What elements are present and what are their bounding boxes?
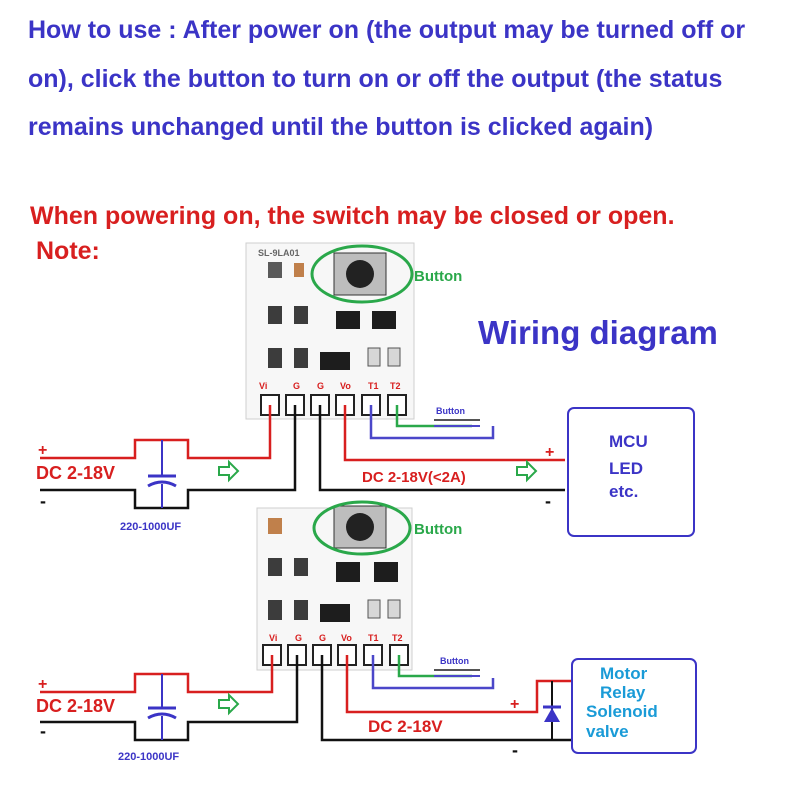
- external-button-label: Button: [440, 656, 469, 666]
- transistor: [336, 562, 360, 582]
- pin-label-vi: Vi: [269, 633, 277, 643]
- output-minus-sign: -: [545, 491, 551, 511]
- arrow-icon: [516, 459, 538, 483]
- button-highlight-ring: [312, 500, 412, 556]
- input-plus-sign: +: [38, 676, 47, 693]
- smd-component: [294, 558, 308, 576]
- pin-label-t1: T1: [368, 633, 379, 643]
- input-voltage-label: DC 2-18V: [36, 463, 115, 483]
- trigger-wire-t1: [369, 405, 495, 440]
- input-plus-sign: +: [38, 442, 47, 459]
- arrow-icon: [218, 459, 240, 483]
- output-plus-sign: +: [545, 444, 554, 461]
- output-plus-sign: +: [510, 696, 519, 713]
- smd-component: [387, 347, 401, 367]
- smd-component: [268, 348, 282, 368]
- negative-output-wire: [318, 405, 565, 492]
- switch-module-bottom: Button Vi G G Vo T1 T2: [256, 500, 462, 671]
- load-label: etc.: [609, 482, 638, 501]
- ic-chip: [320, 352, 350, 370]
- pin-label-vi: Vi: [259, 381, 267, 391]
- load-label: MCU: [609, 432, 648, 451]
- note-label: Note:: [36, 237, 100, 265]
- smd-component: [268, 558, 282, 576]
- pin-label-vo: Vo: [341, 633, 352, 643]
- input-minus-sign: -: [40, 721, 46, 741]
- smd-component: [268, 600, 282, 620]
- button-label: Button: [414, 268, 462, 285]
- load-box-top: MCU LED etc.: [567, 407, 695, 537]
- trigger-wire-t1: [371, 655, 495, 690]
- smd-component: [387, 599, 401, 619]
- smd-component: [294, 306, 308, 324]
- load-box-bottom: Motor Relay Solenoid valve: [571, 658, 697, 754]
- external-button-label: Button: [436, 406, 465, 416]
- flyback-diode: [543, 681, 561, 740]
- output-voltage-label: DC 2-18V(<2A): [362, 469, 466, 486]
- button-cap: [346, 260, 374, 288]
- pin-label-g: G: [295, 633, 302, 643]
- switch-module-top: SL-9LA01 Button Vi G G Vo T1 T2: [245, 242, 462, 420]
- pin-label-t2: T2: [392, 633, 403, 643]
- output-minus-sign: -: [512, 740, 518, 760]
- smd-component: [268, 262, 282, 278]
- capacitor-label: 220-1000UF: [120, 521, 181, 533]
- pin-label-g: G: [317, 381, 324, 391]
- load-label: LED: [609, 459, 643, 478]
- smd-component: [367, 347, 381, 367]
- external-button-top: Button: [434, 406, 480, 427]
- negative-input-wire: [40, 405, 297, 510]
- load-label: Motor: [600, 664, 648, 683]
- transistor: [336, 311, 360, 329]
- pin-label-vo: Vo: [340, 381, 351, 391]
- positive-output-wire: [343, 405, 565, 462]
- power-on-warning: When powering on, the switch may be clos…: [30, 202, 675, 230]
- input-minus-sign: -: [40, 491, 46, 511]
- wiring-diagram-title: Wiring diagram: [478, 314, 718, 351]
- negative-output-wire: [320, 655, 572, 742]
- capacitor-top: [147, 440, 177, 508]
- positive-input-wire: [40, 405, 272, 460]
- transistor: [374, 562, 398, 582]
- load-label: Relay: [600, 683, 646, 702]
- smd-component: [294, 348, 308, 368]
- negative-input-wire: [40, 655, 299, 742]
- pin-label-g: G: [319, 633, 326, 643]
- arrow-icon: [218, 692, 240, 716]
- input-voltage-label: DC 2-18V: [36, 696, 115, 716]
- button-highlight-ring: [310, 244, 414, 304]
- positive-output-wire: [345, 655, 572, 714]
- positive-input-wire: [40, 655, 274, 694]
- ic-chip: [320, 604, 350, 622]
- button-label: Button: [414, 521, 462, 538]
- led-component: [294, 263, 304, 277]
- board-model-label: SL-9LA01: [258, 248, 300, 258]
- output-voltage-label: DC 2-18V: [368, 717, 443, 736]
- capacitor-label: 220-1000UF: [118, 751, 179, 763]
- pin-label-g: G: [293, 381, 300, 391]
- smd-component: [294, 600, 308, 620]
- smd-component: [367, 599, 381, 619]
- transistor: [372, 311, 396, 329]
- led-component: [268, 518, 282, 534]
- smd-component: [268, 306, 282, 324]
- load-label: valve: [586, 722, 629, 741]
- pin-label-t2: T2: [390, 381, 401, 391]
- capacitor-bottom: [147, 674, 177, 740]
- usage-instructions: How to use : After power on (the output …: [28, 16, 746, 141]
- button-cap: [346, 513, 374, 541]
- pin-label-t1: T1: [368, 381, 379, 391]
- top-wiring: [40, 405, 565, 510]
- external-button-bottom: Button: [434, 656, 480, 677]
- load-label: Solenoid: [586, 702, 658, 721]
